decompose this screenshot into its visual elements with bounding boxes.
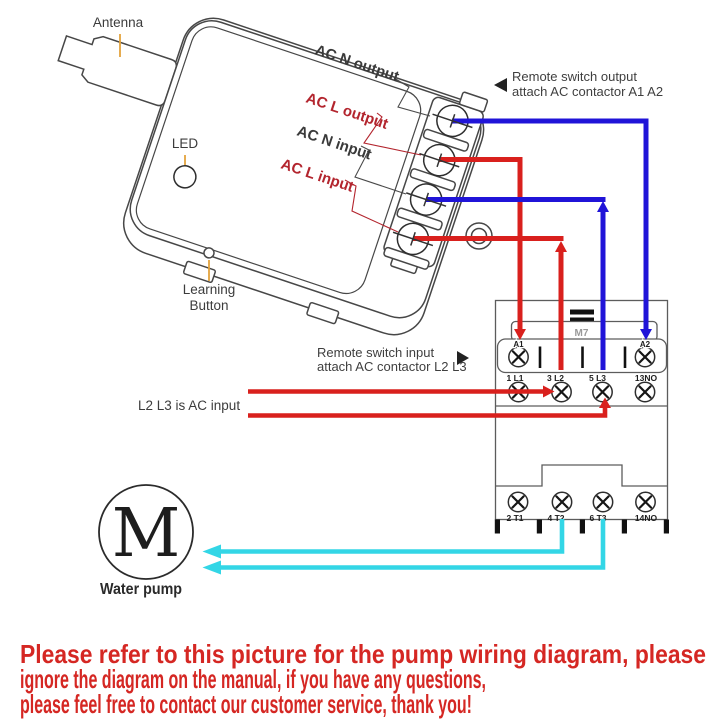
pointer-left-icon	[494, 78, 507, 92]
antenna	[57, 35, 178, 107]
leader-lines	[119, 34, 431, 281]
leader-ac-n-output	[393, 77, 431, 117]
led-label: LED	[172, 136, 199, 151]
label-6T3: 6 T3	[589, 513, 606, 523]
pointer-right-icon	[457, 351, 469, 365]
led-indicator	[173, 165, 197, 189]
contactor-body	[494, 299, 669, 521]
terminal-screw-slots	[392, 113, 473, 247]
terminal-block-tab-top	[458, 91, 489, 113]
wire-T2-to-pump	[221, 519, 565, 554]
label-14NO: 14NO	[635, 513, 658, 523]
learning-button-label-2: Button	[189, 298, 228, 313]
arrow-into-pump-2	[202, 560, 221, 575]
remote-input-note-1: Remote switch input	[317, 345, 434, 360]
device-foot-tab	[306, 301, 340, 325]
antenna-label: Antenna	[93, 15, 144, 30]
motor-symbol: M	[112, 494, 181, 572]
screw-slot-icon	[410, 232, 416, 246]
notice-text: Please refer to this picture for the pum…	[20, 639, 706, 719]
wire-T3-to-pump	[221, 519, 606, 570]
label-1L1: 1 L1	[506, 373, 523, 383]
label-4T2: 4 T2	[547, 513, 564, 523]
learning-button	[203, 247, 215, 259]
ac-input-note: L2 L3 is AC input	[138, 398, 240, 413]
contactor-foot	[579, 519, 585, 534]
pump-label: Water pump	[100, 581, 182, 598]
arrow-into-L2	[543, 385, 555, 398]
arrow-into-L3	[599, 397, 611, 408]
contactor-marking-bar	[570, 317, 594, 322]
terminal-A2	[634, 346, 656, 368]
arrow-up-to-n-input	[597, 201, 609, 212]
arrow-into-pump-1	[202, 544, 221, 559]
screw-slot-icon	[436, 153, 443, 168]
leader-ac-n-input	[354, 145, 407, 195]
notice-line-3: please feel free to contact our customer…	[20, 689, 472, 719]
terminal-L3	[591, 381, 614, 403]
terminal-13NO	[634, 381, 656, 403]
learning-button-label-1: Learning	[183, 282, 236, 297]
contactor-marking-bar	[570, 309, 594, 315]
terminal-T1	[507, 491, 529, 513]
screw-slot-icon	[449, 113, 456, 128]
screw-slot-icon	[423, 192, 430, 207]
label-3L2: 3 L2	[547, 373, 564, 383]
leader-ac-l-output	[363, 112, 422, 156]
remote-output-note-2: attach AC contactor A1 A2	[512, 84, 663, 99]
contactor-step-divider	[495, 464, 668, 487]
terminal-T3	[592, 491, 614, 513]
notice-line-2: ignore the diagram on the manual, if you…	[20, 664, 486, 694]
terminal-14NO	[634, 491, 657, 513]
device-foot-tab	[182, 260, 216, 284]
pump-circle	[98, 484, 194, 580]
contactor-foot	[536, 519, 542, 534]
terminal-T2	[551, 491, 573, 513]
leader-ac-l-input	[344, 179, 399, 233]
label-A2: A2	[640, 340, 651, 349]
contactor-foot	[621, 519, 627, 534]
wire-red-output-to-A1	[439, 157, 523, 330]
device-face	[135, 26, 422, 295]
remote-output-note-1: Remote switch output	[512, 69, 637, 84]
wire-ac-input-to-L3	[248, 407, 608, 418]
label-5L3: 5 L3	[589, 373, 606, 383]
label-A1: A1	[513, 340, 524, 349]
arrow-into-A2	[640, 329, 652, 340]
ac-contactor: M7 A1 A2 1 L1 3 L2 5 L3 13NO 2 T1 4 T2 6…	[494, 299, 669, 534]
contactor-model: M7	[575, 328, 589, 339]
terminal-A1	[507, 346, 530, 368]
label-13NO: 13NO	[635, 373, 658, 383]
arrow-into-A1	[514, 329, 526, 340]
contactor-foot	[494, 519, 500, 534]
contactor-foot	[663, 519, 669, 534]
remote-switch-device	[57, 17, 489, 336]
wire-blue-output-to-A2	[452, 118, 649, 330]
wires	[202, 118, 652, 575]
notice-line-1: Please refer to this picture for the pum…	[20, 639, 706, 669]
label-2T1: 2 T1	[506, 513, 523, 523]
terminal-L2	[550, 381, 573, 403]
remote-input-note-2: attach AC contactor L2 L3	[317, 359, 467, 374]
water-pump: M Water pump	[98, 484, 194, 598]
arrow-up-to-l-input	[555, 241, 567, 252]
